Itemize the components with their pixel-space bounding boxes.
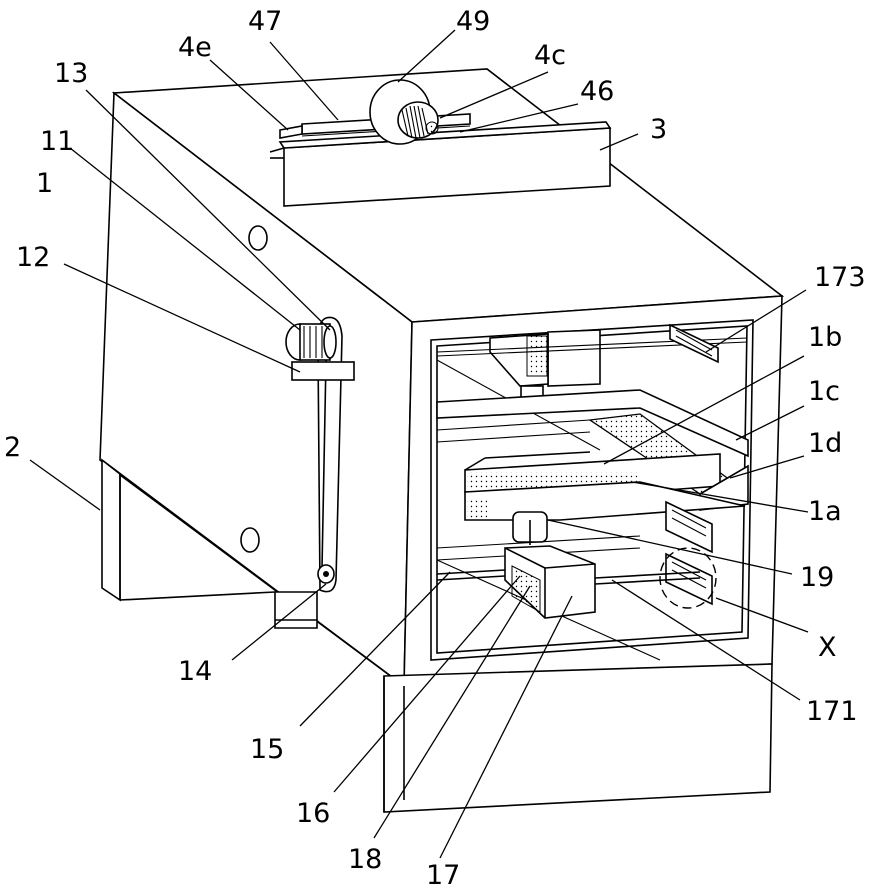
label-1a: 1a <box>808 496 842 527</box>
bracket-12 <box>292 362 354 380</box>
label-19: 19 <box>800 562 834 593</box>
label-15: 15 <box>250 734 284 765</box>
label-17: 17 <box>426 860 460 891</box>
label-14: 14 <box>178 656 212 687</box>
label-2: 2 <box>4 432 21 463</box>
label-11: 11 <box>40 126 74 157</box>
label-49: 49 <box>456 6 490 37</box>
label-4c: 4c <box>534 40 566 71</box>
knob-lower <box>241 528 259 552</box>
label-173: 173 <box>814 262 866 293</box>
label-1d: 1d <box>808 428 842 459</box>
label-47: 47 <box>248 6 282 37</box>
label-1c: 1c <box>808 376 840 407</box>
label-12: 12 <box>16 242 50 273</box>
label-46: 46 <box>580 76 614 107</box>
label-171: 171 <box>806 696 858 727</box>
label-16: 16 <box>296 798 330 829</box>
label-13: 13 <box>54 58 88 89</box>
label-x: X <box>818 632 837 663</box>
knob-upper <box>249 226 267 250</box>
base-left-block <box>102 460 120 600</box>
base-lower-front <box>384 664 772 812</box>
label-1b: 1b <box>808 322 842 353</box>
label-4e: 4e <box>178 32 212 63</box>
label-3: 3 <box>650 114 667 145</box>
label-1: 1 <box>36 168 53 199</box>
label-18: 18 <box>348 844 382 875</box>
foot-bracket <box>275 592 317 628</box>
